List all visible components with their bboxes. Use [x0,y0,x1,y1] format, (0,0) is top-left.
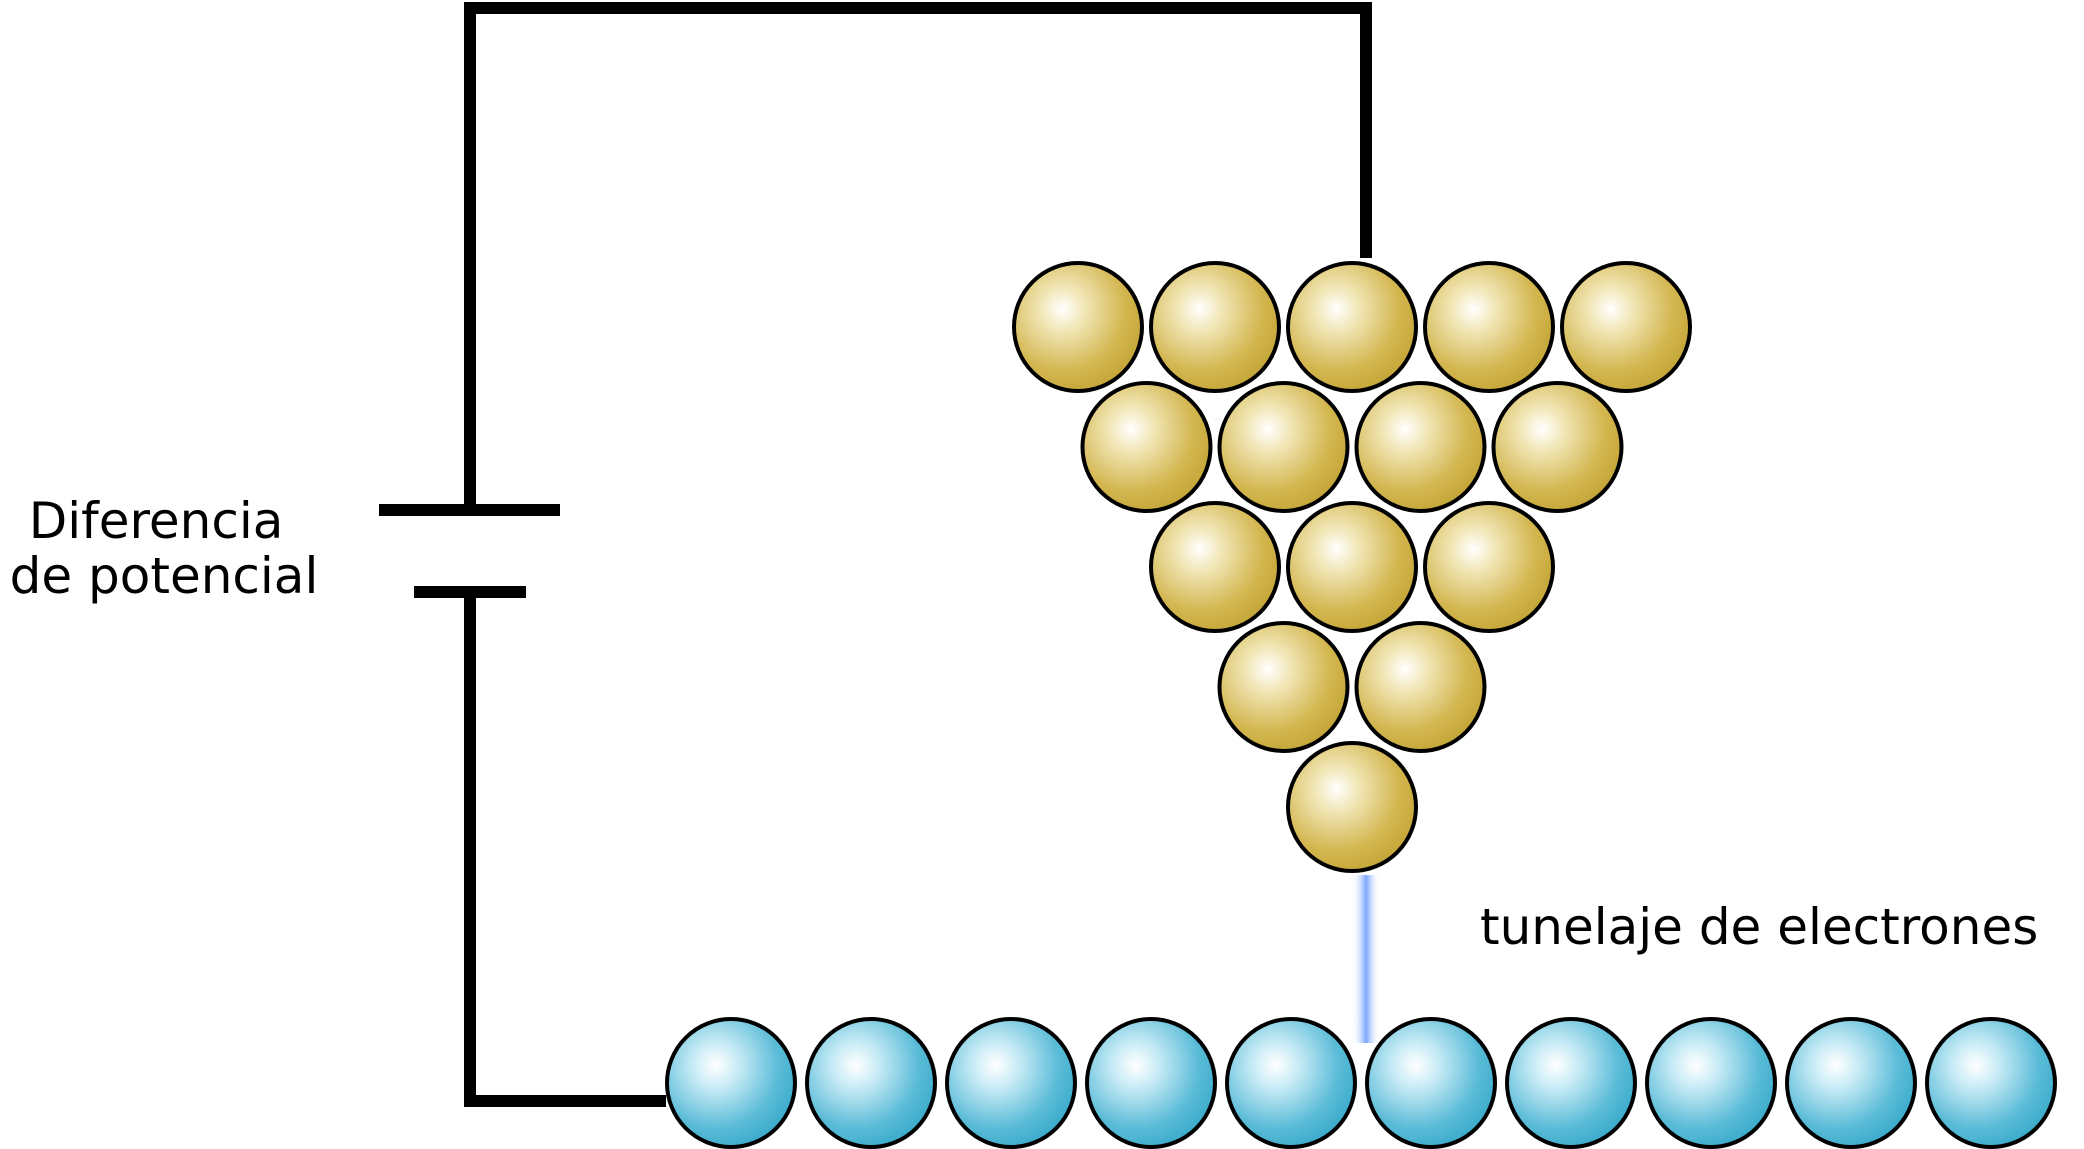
sample-atom [1365,1017,1497,1149]
tip-atom [1217,621,1350,753]
tip-atom [1286,501,1418,633]
battery-symbol [379,504,560,598]
voltage-label-line2: de potencial [10,547,319,605]
sample-atom [945,1017,1077,1149]
tip-atom [1423,261,1555,393]
voltage-label: Diferencia de potencial [10,492,319,605]
tip-atom [1217,381,1350,513]
tip-atom [1560,261,1692,393]
sample-atom [1505,1017,1637,1149]
tip-atom [1354,381,1487,513]
tip-atom [1423,501,1555,633]
tip-atom [1491,381,1624,513]
sample-atom [805,1017,937,1149]
tunneling-label: tunelaje de electrones [1480,898,2038,956]
sample-atom [1085,1017,1217,1149]
tip-atom [1080,381,1213,513]
sample-atom [1785,1017,1917,1149]
tip-atom [1286,261,1418,393]
wire-top [464,2,1372,509]
tunneling-beam [1352,875,1380,1043]
wire-bottom [464,592,666,1107]
sample-atom [1645,1017,1777,1149]
sample-atom [1925,1017,2057,1149]
voltage-label-line1: Diferencia [29,492,284,550]
tip-atom [1354,621,1487,753]
tip-atom [1012,261,1144,393]
sample-atom [1225,1017,1357,1149]
tip-atoms [1012,261,1692,873]
circuit-wires [464,2,1372,1107]
sample-atoms [665,1017,2057,1149]
tip-atom [1286,741,1418,873]
sample-atom [665,1017,797,1149]
tip-atom [1149,261,1281,393]
tip-atom [1149,501,1281,633]
